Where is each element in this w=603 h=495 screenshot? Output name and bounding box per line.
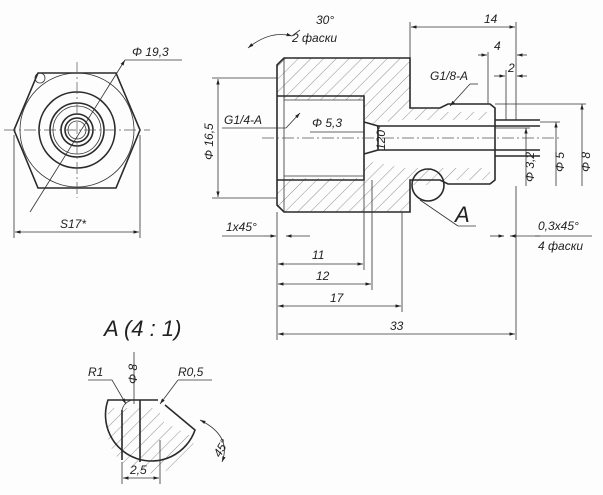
detail-view: A (4 : 1) R1 Φ 8 R0,5 45° 2,5 — [88, 316, 232, 484]
dia-16-5-label: Φ 16,5 — [202, 123, 216, 160]
detail-hatch — [107, 408, 195, 474]
r1-leader — [111, 379, 127, 405]
angle-120-label: 120° — [374, 125, 388, 150]
angle-30-label: 30° — [316, 13, 334, 27]
dia-3-2-label: Φ 3,2 — [523, 152, 537, 182]
dia-19-3-label: Φ 19,3 — [132, 45, 169, 59]
g18-label: G1/8-A — [430, 69, 468, 83]
chamfers-4-label: 4 фаски — [538, 239, 583, 253]
dim-14-label: 14 — [484, 12, 498, 26]
dia-leader — [29, 59, 126, 213]
dim-17-label: 17 — [330, 291, 345, 305]
r05-leader — [159, 379, 179, 405]
s17-label: S17* — [60, 217, 86, 231]
dim-33-label: 33 — [390, 319, 404, 333]
angle45-arc — [199, 419, 226, 463]
hatch-upper — [277, 58, 490, 124]
detail-leader — [419, 199, 459, 227]
detail-title: A (4 : 1) — [102, 316, 181, 341]
section-view: A 30° 2 фаски 14 4 2 G1/8-A G1/4-A Φ 5,3 — [202, 12, 593, 340]
chamfer-03-label: 0,3x45° — [538, 219, 579, 233]
g18-leader — [449, 83, 471, 107]
hatch-lower — [277, 162, 490, 212]
r05-label: R0,5 — [178, 365, 204, 379]
dia-8-label: Φ 8 — [579, 152, 593, 172]
orientation-mark — [34, 72, 46, 84]
g14-leader — [285, 112, 301, 129]
section-outline — [276, 57, 496, 213]
angle-30-arc — [247, 32, 293, 49]
dia-5-3-label: Φ 5,3 — [312, 116, 342, 130]
width-label: 2,5 — [129, 463, 147, 477]
chamfers-2-label: 2 фаски — [291, 31, 337, 45]
angle-leader — [291, 29, 301, 37]
dia-5-label: Φ 5 — [553, 152, 567, 172]
front-view: Φ 19,3 S17* — [4, 45, 182, 238]
detail-marker-a: A — [453, 202, 470, 227]
dim-2-label: 2 — [507, 61, 515, 75]
detail-outline — [104, 399, 196, 462]
dim-4-label: 4 — [494, 39, 501, 53]
dim-12-label: 12 — [316, 269, 330, 283]
r1-label: R1 — [88, 365, 103, 379]
dim-11-label: 11 — [312, 248, 324, 262]
undercut-groove — [411, 168, 445, 202]
dia8-label: Φ 8 — [126, 364, 140, 384]
g14-label: G1/4-A — [224, 113, 262, 127]
angle45-label: 45° — [210, 437, 231, 460]
chamfer-1x45-label: 1x45° — [226, 220, 257, 234]
